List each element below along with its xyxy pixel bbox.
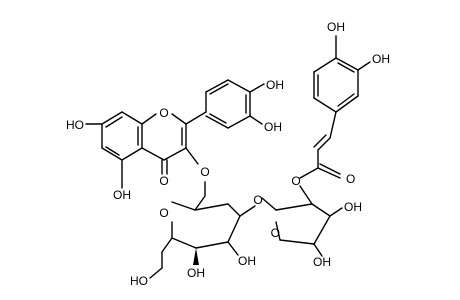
label-oh-xyl-4: OH (313, 255, 331, 269)
label-o-glc-xyl-link: O (253, 193, 262, 207)
label-o-ring-xylose: O (271, 226, 280, 240)
ring-c (141, 113, 187, 175)
ring-b (185, 79, 265, 129)
label-oh-5: OH (113, 188, 131, 202)
label-o-ring-c: O (159, 106, 168, 120)
ring-caffeoyl (313, 35, 371, 113)
label-oh-xyl-3: OH (344, 200, 362, 214)
label-o-carbonyl: O (159, 174, 168, 188)
label-oh-glc-3: OH (238, 254, 256, 268)
label-oh-caffeoyl-4: OH (327, 20, 345, 34)
label-o-ester-carbonyl: O (346, 172, 355, 186)
label-o-glycoside: O (200, 165, 209, 179)
label-ho-7: HO (66, 118, 84, 132)
label-ho-glc-6: HO (130, 274, 148, 288)
label-oh-3prime: OH (264, 120, 282, 134)
label-oh-4prime: OH (266, 78, 284, 92)
glucose-ring (149, 195, 256, 279)
caffeoyl-chain (299, 111, 341, 179)
label-o-ring-glucose: O (159, 206, 168, 220)
xylose-ring (261, 185, 343, 257)
ring-a (101, 111, 143, 161)
label-o-ester: O (291, 174, 300, 188)
label-oh-glc-4: OH (187, 266, 205, 280)
bond-c3-o (185, 147, 199, 165)
label-oh-caffeoyl-3: OH (372, 52, 390, 66)
